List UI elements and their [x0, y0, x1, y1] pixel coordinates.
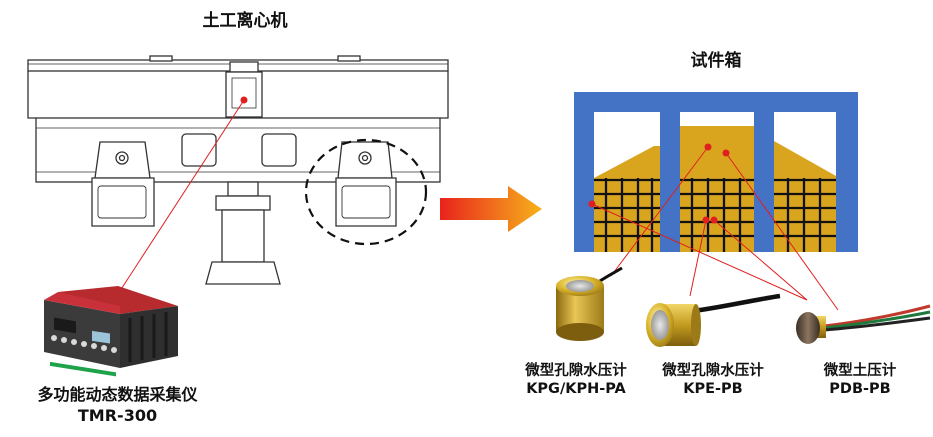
logger-name: 多功能动态数据采集仪: [37, 385, 198, 404]
reinforcement-grid: [594, 178, 836, 252]
sensor-kpe-pb-image: [646, 293, 781, 347]
test-box-highlight-ring: [304, 138, 428, 246]
logger-caption: 多功能动态数据采集仪 TMR-300: [0, 384, 235, 426]
centrifuge-drawing: [27, 55, 449, 285]
drive-motor: [221, 209, 265, 263]
right-bucket: [335, 177, 397, 227]
left-bucket: [91, 177, 155, 227]
data-logger-device: [44, 286, 178, 377]
sensor-model: PDB-PB: [829, 381, 891, 397]
shaft-housing: [225, 71, 263, 118]
sensor-name: 微型孔隙水压计: [662, 363, 764, 379]
centrifuge-title: 土工离心机: [202, 11, 288, 31]
sensor-caption-1: 微型孔隙水压计 KPG/KPH-PA: [496, 362, 656, 398]
test-box-diagram: [574, 92, 858, 252]
logger-model: TMR-300: [77, 406, 158, 425]
soil-model: [680, 126, 754, 252]
sensor-model: KPG/KPH-PA: [526, 381, 626, 397]
test-box-title: 试件箱: [690, 51, 742, 71]
sensor-name: 微型土压计: [823, 363, 897, 379]
sensor-connector-lines: [117, 99, 839, 311]
sensor-points: [240, 96, 730, 224]
flow-arrow: [440, 186, 542, 232]
sensor-name: 微型孔隙水压计: [525, 363, 627, 379]
sensor-caption-2: 微型孔隙水压计 KPE-PB: [638, 362, 788, 398]
sensor-kpg-kph-pa-image: [556, 266, 623, 341]
sensor-model: KPE-PB: [683, 381, 743, 397]
sensor-pdb-pb-image: [796, 304, 931, 344]
sensor-caption-3: 微型土压计 PDB-PB: [795, 362, 925, 398]
